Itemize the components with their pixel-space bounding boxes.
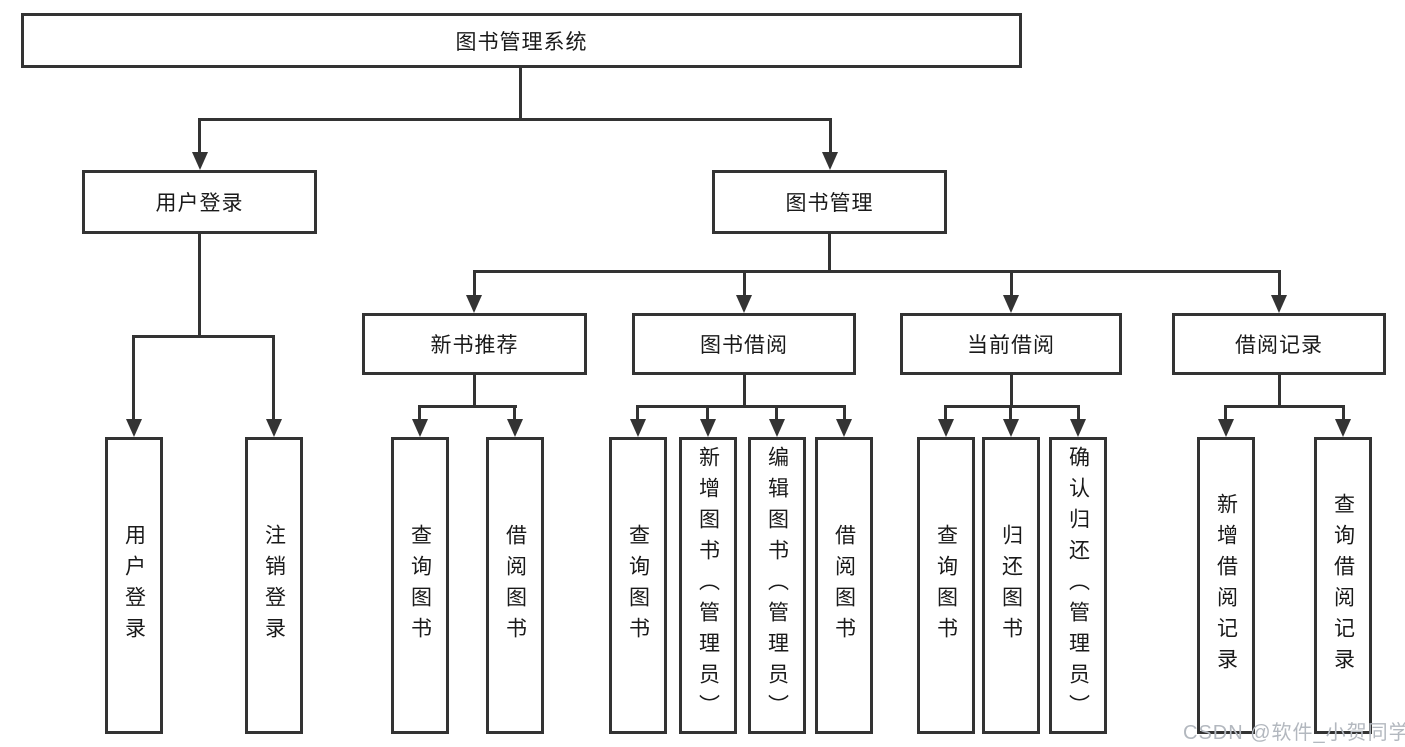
- connector-line: [1224, 405, 1227, 422]
- connector-line: [743, 270, 746, 298]
- connector-line: [418, 405, 517, 408]
- connector-line: [706, 405, 709, 422]
- connector-line: [473, 270, 476, 298]
- arrow-down-icon: [1271, 295, 1287, 313]
- connector-line: [1010, 375, 1013, 408]
- leaf-label: 查询图书: [626, 523, 650, 648]
- node-label: 借阅记录: [1235, 334, 1323, 357]
- leaf-borrow-books: 借阅图书: [815, 437, 873, 734]
- leaf-query-borrow-record: 查询借阅记录: [1314, 437, 1372, 734]
- leaf-confirm-return-admin: 确认归还（管理员）: [1049, 437, 1107, 734]
- connector-line: [1224, 405, 1345, 408]
- connector-line: [1342, 405, 1345, 422]
- arrow-down-icon: [630, 419, 646, 437]
- leaf-label: 确认归还（管理员）: [1066, 446, 1090, 725]
- leaf-label: 借阅图书: [503, 523, 527, 648]
- leaf-label: 查询图书: [408, 523, 432, 648]
- arrow-down-icon: [1003, 295, 1019, 313]
- leaf-query-books-recommend: 查询图书: [391, 437, 449, 734]
- node-new-book-recommend: 新书推荐: [362, 313, 587, 375]
- connector-line: [1278, 270, 1281, 298]
- connector-line: [513, 405, 516, 422]
- leaf-label: 新增图书（管理员）: [696, 446, 720, 725]
- connector-line: [272, 335, 275, 422]
- arrow-down-icon: [266, 419, 282, 437]
- arrow-down-icon: [1218, 419, 1234, 437]
- leaf-label: 编辑图书（管理员）: [765, 446, 789, 725]
- connector-line: [418, 405, 421, 422]
- arrow-down-icon: [836, 419, 852, 437]
- csdn-watermark: CSDN @软件_小贺同学: [1183, 722, 1405, 744]
- leaf-query-books-current: 查询图书: [917, 437, 975, 734]
- connector-line: [828, 234, 831, 273]
- leaf-query-books-borrowing: 查询图书: [609, 437, 667, 734]
- node-label: 当前借阅: [967, 334, 1055, 357]
- leaf-return-books: 归还图书: [982, 437, 1040, 734]
- connector-line: [473, 270, 1281, 273]
- connector-line: [743, 375, 746, 408]
- connector-line: [132, 335, 275, 338]
- connector-line: [198, 118, 832, 121]
- leaf-label: 归还图书: [999, 523, 1023, 648]
- leaf-label: 用户登录: [122, 523, 146, 648]
- arrow-down-icon: [126, 419, 142, 437]
- node-label: 图书借阅: [700, 334, 788, 357]
- arrow-down-icon: [466, 295, 482, 313]
- connector-line: [519, 68, 522, 121]
- arrow-down-icon: [736, 295, 752, 313]
- connector-line: [473, 375, 476, 408]
- node-label: 图书管理系统: [455, 30, 588, 54]
- connector-line: [944, 405, 1080, 408]
- connector-line: [1278, 375, 1281, 408]
- connector-line: [944, 405, 947, 422]
- arrow-down-icon: [192, 152, 208, 170]
- connector-line: [636, 405, 639, 422]
- leaf-label: 新增借阅记录: [1214, 492, 1238, 679]
- arrow-down-icon: [1335, 419, 1351, 437]
- node-book-management: 图书管理: [712, 170, 947, 234]
- node-label: 图书管理: [785, 192, 874, 215]
- connector-line: [775, 405, 778, 422]
- arrow-down-icon: [412, 419, 428, 437]
- arrow-down-icon: [1070, 419, 1086, 437]
- leaf-edit-books-admin: 编辑图书（管理员）: [748, 437, 806, 734]
- leaf-label: 借阅图书: [832, 523, 856, 648]
- leaf-user-login: 用户登录: [105, 437, 163, 734]
- node-book-borrowing: 图书借阅: [632, 313, 856, 375]
- leaf-label: 查询借阅记录: [1331, 492, 1355, 679]
- arrow-down-icon: [822, 152, 838, 170]
- connector-line: [1009, 405, 1012, 422]
- connector-line: [132, 335, 135, 422]
- node-current-borrowing: 当前借阅: [900, 313, 1122, 375]
- connector-line: [636, 405, 846, 408]
- leaf-label: 注销登录: [262, 523, 286, 648]
- leaf-add-books-admin: 新增图书（管理员）: [679, 437, 737, 734]
- connector-line: [829, 118, 832, 156]
- connector-line: [198, 234, 201, 338]
- node-borrow-records: 借阅记录: [1172, 313, 1386, 375]
- arrow-down-icon: [938, 419, 954, 437]
- connector-line: [198, 118, 201, 156]
- arrow-down-icon: [1003, 419, 1019, 437]
- arrow-down-icon: [507, 419, 523, 437]
- leaf-borrow-books-recommend: 借阅图书: [486, 437, 544, 734]
- connector-line: [843, 405, 846, 422]
- leaf-label: 查询图书: [934, 523, 958, 648]
- leaf-logout: 注销登录: [245, 437, 303, 734]
- leaf-add-borrow-record: 新增借阅记录: [1197, 437, 1255, 734]
- connector-line: [1077, 405, 1080, 422]
- node-library-management-system: 图书管理系统: [21, 13, 1022, 68]
- node-user-login: 用户登录: [82, 170, 317, 234]
- arrow-down-icon: [769, 419, 785, 437]
- node-label: 新书推荐: [430, 334, 519, 357]
- arrow-down-icon: [700, 419, 716, 437]
- connector-line: [1010, 270, 1013, 298]
- node-label: 用户登录: [155, 192, 244, 215]
